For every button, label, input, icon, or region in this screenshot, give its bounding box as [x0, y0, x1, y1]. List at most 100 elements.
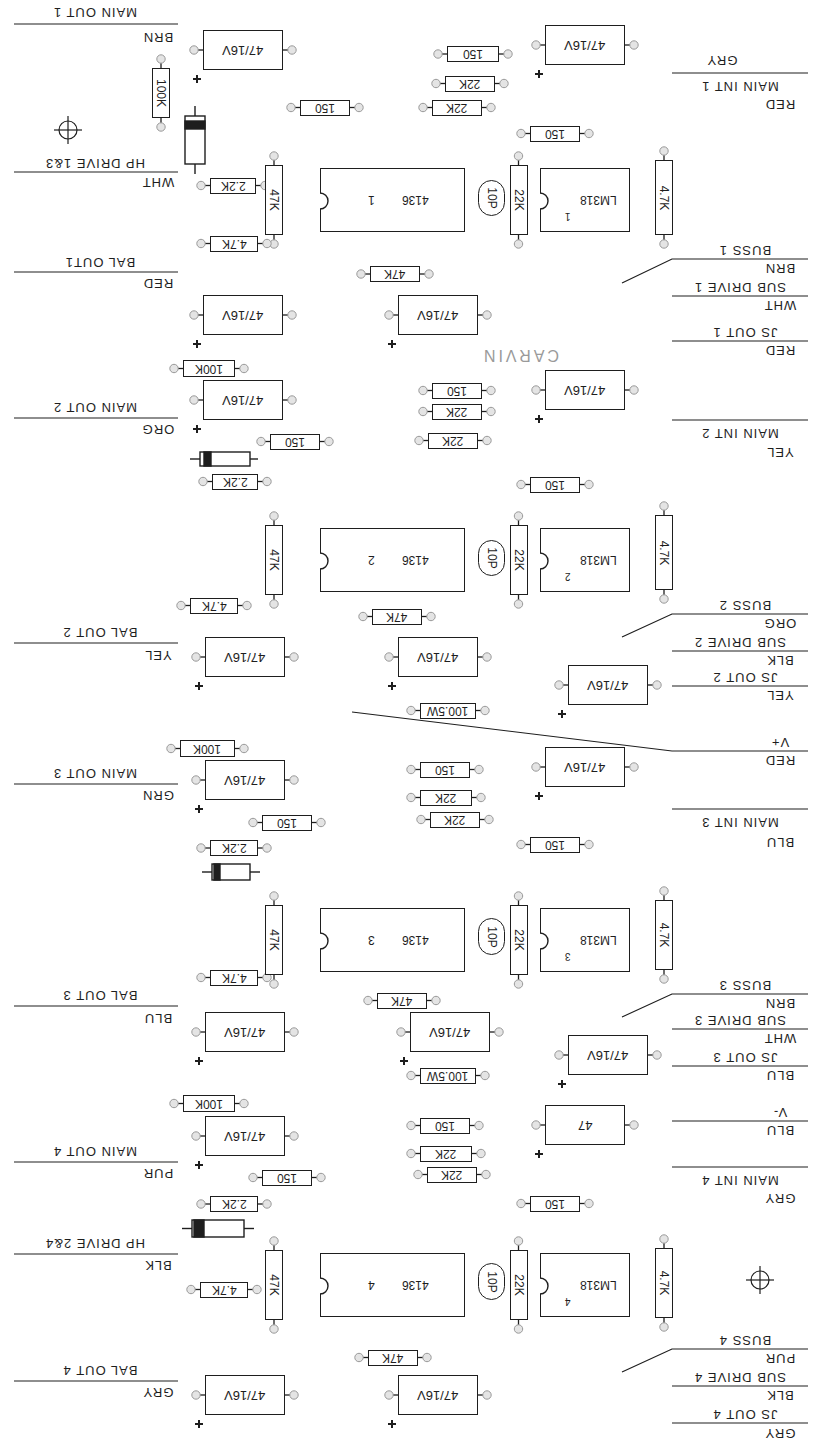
- solder-pad: [434, 50, 442, 58]
- solder-pad: [415, 436, 423, 444]
- part-value: 150: [277, 1172, 297, 1184]
- part-value: 47K: [382, 1352, 403, 1364]
- solder-pad: [270, 980, 278, 988]
- polarity-mark: [195, 682, 203, 690]
- solder-pad: [500, 79, 508, 87]
- resistor-symbol: 47K: [265, 905, 283, 975]
- part-value: 10P: [485, 187, 497, 208]
- solder-pad: [197, 844, 205, 852]
- part-value: 150: [435, 1120, 455, 1132]
- part-value: 150: [447, 385, 467, 397]
- solder-pad: [240, 364, 248, 372]
- part-value: 4136: [402, 1279, 429, 1291]
- ic-notch: [320, 933, 328, 949]
- solder-pad: [585, 1199, 593, 1207]
- resistor-symbol: 4.7K: [210, 970, 258, 986]
- solder-pad: [287, 103, 295, 111]
- solder-pad: [417, 815, 425, 823]
- resistor-symbol: 100K: [152, 68, 170, 118]
- resistor-symbol: 22K: [510, 165, 528, 235]
- solder-pad: [197, 1200, 205, 1208]
- solder-pad: [290, 1028, 298, 1036]
- diode-band: [204, 452, 211, 466]
- solder-pad: [660, 887, 668, 895]
- ic-notch: [320, 552, 330, 570]
- wire-label: PUR: [765, 1352, 795, 1365]
- part-value: 47K: [391, 995, 412, 1007]
- solder-pad: [270, 892, 278, 900]
- resistor-symbol: 22K: [510, 905, 528, 975]
- solder-pad: [425, 270, 433, 278]
- solder-pad: [290, 1132, 298, 1140]
- solder-pad: [240, 744, 248, 752]
- label-rule: [14, 417, 178, 418]
- wire-label: HP DRIVE 2&4: [45, 1237, 145, 1250]
- solder-pad: [475, 765, 483, 773]
- resistor-symbol: 22K: [432, 404, 482, 420]
- capacitor-symbol: 47/16V: [398, 1375, 478, 1415]
- solder-pad: [532, 1121, 540, 1129]
- solder-pad: [483, 311, 491, 319]
- solder-pad: [585, 480, 593, 488]
- wire-label: YEL: [144, 649, 172, 662]
- ic-notch: [540, 933, 548, 949]
- solder-pad: [514, 240, 522, 248]
- wire-label: SUB DRIVE 4: [694, 1371, 786, 1384]
- part-value: 2.2K: [222, 1198, 247, 1210]
- wire-label: RED: [765, 754, 795, 767]
- ceramic-capacitor: 10P: [478, 918, 505, 955]
- solder-pad: [475, 1121, 483, 1129]
- solder-pad: [270, 1325, 278, 1333]
- solder-pad: [364, 996, 372, 1004]
- ic-package: LM3182: [540, 528, 630, 592]
- part-value: 4.7K: [212, 1284, 237, 1296]
- solder-pad: [407, 793, 415, 801]
- solder-pad: [190, 311, 198, 319]
- resistor-symbol: 150: [432, 383, 482, 399]
- part-value: 150: [545, 479, 565, 491]
- part-value: 47/16V: [564, 761, 605, 774]
- label-rule: [14, 642, 178, 643]
- resistor-symbol: 100.5W: [420, 1068, 476, 1084]
- diode-lead: [250, 458, 258, 459]
- polarity-marks: [193, 70, 566, 1428]
- part-value: 22K: [513, 929, 525, 950]
- maker-mark: CARVIN: [481, 347, 559, 363]
- solder-pad: [514, 152, 522, 160]
- solder-pad: [532, 386, 540, 394]
- diode-lead: [244, 1228, 254, 1229]
- part-value: 47/16V: [222, 44, 263, 57]
- resistor-symbol: 22K: [510, 1250, 528, 1320]
- solder-pad: [483, 653, 491, 661]
- solder-pad: [385, 653, 393, 661]
- resistor-symbol: 150: [270, 434, 320, 450]
- wire-label: BAL OUT 2: [63, 626, 138, 639]
- part-value: 47/16V: [429, 1026, 470, 1039]
- part-value: 22K: [444, 814, 465, 826]
- wire-label: SUB DRIVE 3: [694, 1014, 786, 1027]
- wire-label: PUR: [143, 1167, 173, 1180]
- solder-pad: [432, 996, 440, 1004]
- part-value: 47/16V: [224, 651, 265, 664]
- wire-label: SUB DRIVE 1: [694, 281, 786, 294]
- solder-pad: [270, 1237, 278, 1245]
- solder-pad: [290, 776, 298, 784]
- solder-pad: [270, 600, 278, 608]
- solder-pad: [190, 46, 198, 54]
- wire-label: YEL: [766, 689, 794, 702]
- label-rule: [672, 1422, 808, 1423]
- solder-pad: [517, 840, 525, 848]
- solder-pad: [630, 41, 638, 49]
- wire-label: BAL OUT1: [65, 256, 135, 269]
- polarity-mark: [195, 805, 203, 813]
- solder-pad: [157, 123, 165, 131]
- polarity-mark: [535, 70, 543, 78]
- part-value: 47/16V: [417, 1389, 458, 1402]
- part-value: 47K: [386, 611, 407, 623]
- resistor-symbol: 100.5W: [420, 703, 476, 719]
- solder-pad: [419, 407, 427, 415]
- wire-label: BAL OUT 4: [63, 1364, 138, 1377]
- wire-label: BUSS 1: [719, 244, 771, 257]
- crosshair: [759, 1266, 760, 1294]
